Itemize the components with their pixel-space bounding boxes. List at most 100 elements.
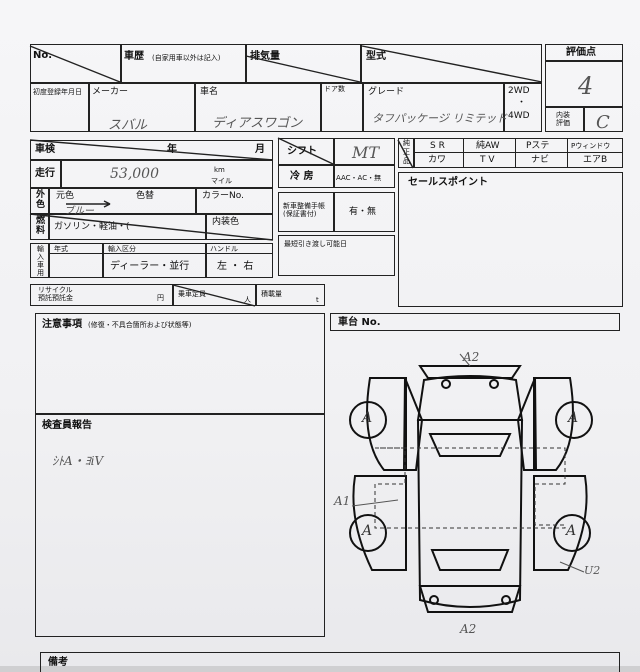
car-body [416,419,524,608]
front-left-wheel [349,401,387,439]
divider [88,82,90,132]
recycle-label: リサイクル 預託預託金 [38,286,73,302]
diagonal-line [29,213,274,241]
exterior-label: 外 色 [36,190,45,210]
remarks-box [40,652,620,672]
first-registration-label: 初度登録年月日 [33,88,82,96]
divider [245,44,247,84]
fuel-label: 燃 料 [36,216,45,236]
grade-label: グレード [368,87,405,97]
mark-front-left-wheel: A [362,410,373,426]
rear-right-wheel [553,514,591,552]
chassis-label: 車台 No. [338,317,381,328]
warranty-options: 有・無 [349,207,377,217]
equip-pw: Pウィンドウ [571,142,611,150]
windshield [428,433,512,457]
equip-sr: S R [430,141,445,151]
score-value: 4 [578,72,594,100]
mark-front-right-wheel: A [568,410,579,426]
exterior-text: 外 色 [36,190,46,210]
import-value: ディーラー・並行 [110,261,190,272]
interior-score-text: 内装 評価 [556,111,570,127]
front-right-wheel [555,401,593,439]
mark-rear-right: U2 [584,564,601,577]
car-hood [416,375,524,421]
interior-color-label: 内装色 [212,217,240,227]
doors-label: ドア数 [324,85,345,93]
yen-label: 円 [157,294,164,302]
divider [102,243,104,278]
divider [567,138,569,168]
divider [333,138,335,188]
left-rear-door [352,475,407,571]
equip-leather: カワ [428,155,447,165]
right-rear-door [533,475,588,571]
headlight-right [489,379,499,389]
divider [48,243,50,278]
diagonal-line [172,284,256,307]
warranty-box [278,192,395,232]
drive-dot: ・ [517,98,527,108]
model-label: 型式 [366,51,386,62]
divider [120,44,122,84]
mark-rear-right-wheel: A [566,523,577,539]
displacement-label: 排気量 [250,51,280,62]
genuine-text: 純 正 品 [403,139,410,165]
mark-top: A2 [463,350,480,364]
handle-value: 左 ・ 右 [217,261,254,272]
diagonal-line [277,137,334,165]
divider [545,60,623,62]
diagonal-line [29,45,121,83]
equip-navi: ナビ [531,155,550,165]
handle-label: ハンドル [210,245,238,253]
score-label: 評価点 [566,47,596,58]
divider [205,243,207,278]
recycle-text: リサイクル 預託預託金 [38,286,73,302]
interior-score-value: C [596,112,610,133]
warranty-label: 新車整備手帳 (保証書付) [283,202,325,218]
mark-left-side: A1 [334,494,351,508]
warranty-text: 新車整備手帳 (保証書付) [283,202,325,218]
remarks-label: 備考 [48,657,68,668]
mark-rear-left-wheel: A [362,523,373,539]
divider [48,214,50,240]
rear-left-wheel [349,514,387,552]
divider [362,82,364,132]
genuine-label: 純 正 品 [403,139,410,166]
divider [413,152,623,154]
mileage-label: 走行 [35,168,55,179]
import-label: 輸 入 車 用 [37,245,44,277]
header-row-1 [30,44,542,84]
diagonal-line [361,45,543,83]
maker-value: スバル [108,118,148,133]
divider [48,253,273,255]
shaken-box [30,140,273,160]
divider [320,82,322,132]
history-note: (自家用車以外は記入) [152,54,221,62]
drive-2wd: 2WD [508,86,530,96]
divider [194,82,196,132]
fuel-types: ガソリン・軽油・( [54,222,130,232]
year-label: 年 [167,144,177,155]
mile-label: マイル [211,177,232,185]
people-label: 人 [244,296,251,304]
shift-box [278,138,395,188]
equip-tv: T V [480,155,495,165]
chassis-box [330,313,620,331]
divider [172,284,174,306]
shift-label: シフト [287,146,317,157]
divider [583,106,585,132]
divider [333,192,335,232]
car-roof-front [418,365,522,379]
color-change-label: 色替 [136,191,155,201]
diagonal-line [245,55,361,83]
divider [195,188,197,214]
notes-box [35,313,325,637]
history-label: 車歴 [124,51,144,62]
sales-point-label: セールスポイント [408,177,488,188]
equip-airbag: エアB [583,155,608,165]
import-box [30,243,273,278]
divider [48,188,50,214]
equip-ps: Pステ [526,141,550,151]
